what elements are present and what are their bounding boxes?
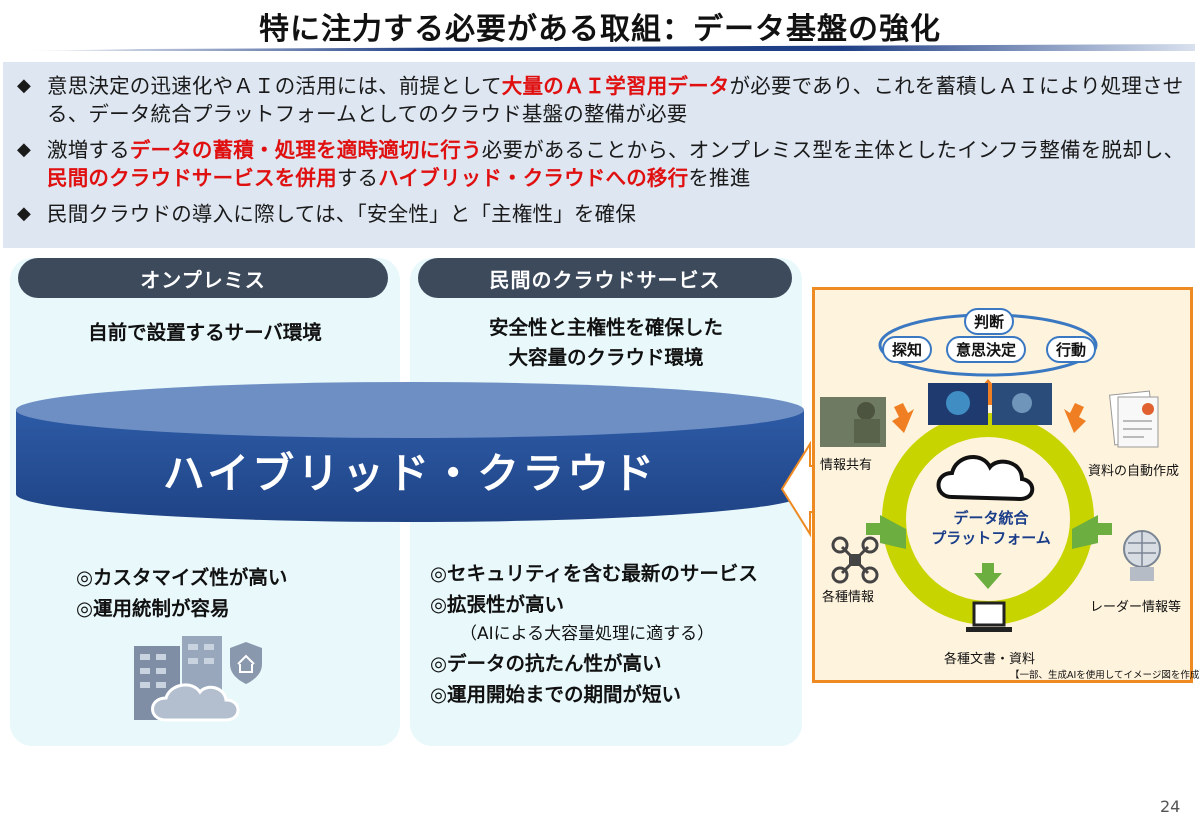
bullet-item: ◆ 民間クラウドの導入に際しては、「安全性」と「主権性」を確保 — [17, 200, 1185, 228]
feature-item: ◎セキュリティを含む最新のサービス — [430, 562, 758, 585]
title-underline — [20, 44, 1195, 51]
subtitle-line: 大容量のクラウド環境 — [508, 346, 704, 369]
subtitle-line: 安全性と主権性を確保した — [488, 316, 723, 339]
bullet-highlight: 大量のＡＩ学習用データ — [501, 74, 730, 98]
bullet-text-part: 必要があることから、オンプレミス型を主体としたインフラ整備を脱却し、 — [481, 138, 1185, 162]
bullet-text-part: 意思決定の迅速化やＡＩの活用には、前提として — [47, 74, 502, 98]
platform-center-label: データ統合 プラットフォーム — [930, 508, 1052, 548]
bullet-text-part: が必要であり、これを蓄積しＡＩにより処理させる、データ統合プラットフォームとして… — [47, 74, 1184, 126]
loop-judgment: 判断 — [964, 308, 1015, 335]
bullet-text: 民間クラウドの導入に際しては、「安全性」と「主権性」を確保 — [47, 200, 1185, 228]
diagram-footnote: 【一部、生成AIを使用してイメージ図を作成】 — [1010, 670, 1200, 681]
bullet-item: ◆ 激増するデータの蓄積・処理を適時適切に行う必要があることから、オンプレミス型… — [17, 136, 1185, 192]
diamond-icon: ◆ — [17, 139, 31, 160]
label-radar-info: レーダー情報等 — [1090, 600, 1182, 615]
bullet-text-part: する — [336, 166, 379, 190]
bullet-highlight: ハイブリッド・クラウドへの移行 — [378, 166, 689, 190]
loop-decision: 意思決定 — [946, 336, 1027, 363]
on-premise-features: ◎カスタマイズ性が高い ◎運用統制が容易 — [76, 562, 287, 624]
loop-action: 行動 — [1046, 336, 1097, 363]
bullet-item: ◆ 意思決定の迅速化やＡＩの活用には、前提として大量のＡＩ学習用データが必要であ… — [17, 72, 1185, 128]
server-cloud-icon — [134, 636, 262, 722]
on-premise-header: オンプレミス — [18, 258, 388, 298]
platform-ring — [820, 313, 1161, 632]
bullet-text: 意思決定の迅速化やＡＩの活用には、前提として大量のＡＩ学習用データが必要であり、… — [47, 72, 1185, 128]
center-line: データ統合 — [953, 509, 1029, 527]
label-documents: 各種文書・資料 — [944, 652, 1036, 667]
on-premise-subtitle: 自前で設置するサーバ環境 — [88, 321, 322, 344]
feature-note: （AIによる大容量処理に適する） — [460, 624, 715, 644]
bullet-text: 激増するデータの蓄積・処理を適時適切に行う必要があることから、オンプレミス型を主… — [47, 136, 1185, 192]
loop-detection: 探知 — [882, 336, 933, 363]
bullet-text-part: 激増する — [47, 138, 130, 162]
private-cloud-features: ◎セキュリティを含む最新のサービス ◎拡張性が高い （AIによる大容量処理に適す… — [430, 558, 758, 710]
page-title: 特に注力する必要がある取組：データ基盤の強化 — [259, 12, 941, 47]
hybrid-cloud-cylinder — [16, 382, 804, 522]
feature-item: ◎拡張性が高い — [430, 593, 565, 616]
feature-item: ◎データの抗たん性が高い — [430, 652, 662, 675]
diamond-icon: ◆ — [17, 75, 31, 96]
center-line: プラットフォーム — [931, 529, 1051, 547]
hybrid-cloud-label: ハイブリッド・クラウド — [162, 449, 658, 498]
summary-bullets: ◆ 意思決定の迅速化やＡＩの活用には、前提として大量のＡＩ学習用データが必要であ… — [3, 62, 1195, 248]
label-various-info: 各種情報 — [822, 590, 875, 605]
private-cloud-subtitle: 安全性と主権性を確保した 大容量のクラウド環境 — [410, 313, 802, 373]
feature-item: ◎カスタマイズ性が高い — [76, 566, 288, 589]
feature-item: ◎運用統制が容易 — [76, 597, 230, 620]
bullet-highlight: 民間のクラウドサービスを併用 — [47, 166, 337, 190]
private-cloud-header: 民間のクラウドサービス — [418, 258, 792, 298]
diamond-icon: ◆ — [17, 203, 31, 224]
feature-item: ◎運用開始までの期間が短い — [430, 683, 682, 706]
bullet-text-part: 民間クラウドの導入に際しては、「安全性」と「主権性」を確保 — [47, 202, 637, 226]
bullet-text-part: を推進 — [688, 166, 751, 190]
label-auto-docs: 資料の自動作成 — [1088, 464, 1180, 479]
bullet-highlight: データの蓄積・処理を適時適切に行う — [129, 138, 482, 162]
page-number: 24 — [1160, 797, 1181, 816]
label-info-share: 情報共有 — [820, 458, 873, 473]
